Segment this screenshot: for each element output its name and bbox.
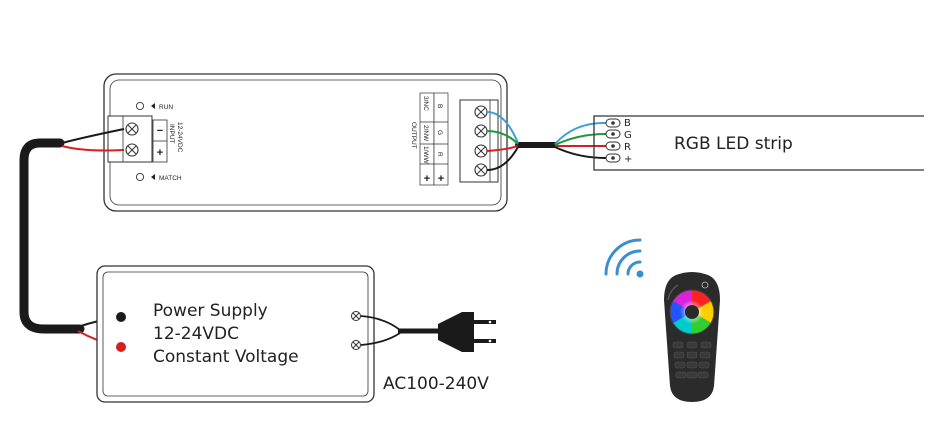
- match-arrow-icon: [151, 174, 155, 180]
- strip-pin-g: G: [624, 130, 632, 141]
- run-label: RUN: [159, 104, 173, 111]
- power-supply: Power Supply 12-24VDC Constant Voltage: [96, 265, 375, 403]
- remote-buttons: [672, 341, 712, 379]
- led-strip-pins: [605, 118, 621, 163]
- match-label: MATCH: [159, 175, 182, 182]
- power-supply-outer: [96, 265, 375, 403]
- mains-voltage-label: AC100-240V: [383, 374, 489, 394]
- input-minus-label: −: [157, 125, 163, 137]
- color-wheel: [669, 289, 715, 335]
- output-label: OUTPUT: [410, 122, 417, 149]
- output-col-top-3: 1/WW: [422, 146, 429, 165]
- input-voltage-label: 12-24VDC: [176, 122, 183, 153]
- led-strip-outline: [593, 115, 924, 171]
- ac-plug: [360, 312, 496, 352]
- output-plus-1: +: [424, 173, 430, 185]
- output-col-mid-1: B: [436, 104, 443, 108]
- wifi-icon: [604, 238, 644, 278]
- output-plus-2: +: [438, 173, 444, 185]
- remote-control: [664, 272, 720, 402]
- psu-negative-terminal: [116, 312, 126, 322]
- power-icon: [701, 281, 709, 289]
- strip-pin-b: B: [624, 118, 631, 129]
- match-led: [135, 172, 145, 182]
- psu-ac-terminal-2: [351, 340, 361, 350]
- input-label: INPUT: [168, 124, 175, 144]
- power-supply-inner: [102, 271, 369, 397]
- led-strip: B G R + RGB LED strip: [593, 115, 924, 171]
- controller-outer: [103, 73, 508, 212]
- strip-pin-plus: +: [624, 154, 632, 165]
- led-strip-title: RGB LED strip: [674, 134, 793, 154]
- plug-body: [438, 312, 462, 352]
- controller: RUN MATCH − + INPUT 12-24VDC OUTPUT 3/NC…: [103, 73, 508, 212]
- psu-line-3: Constant Voltage: [153, 347, 299, 367]
- input-screw-top: [125, 122, 139, 136]
- psu-line-1: Power Supply: [153, 301, 268, 321]
- input-plus-label: +: [157, 147, 163, 159]
- input-screw-bottom: [125, 143, 139, 157]
- output-screws: [474, 105, 488, 177]
- plug-prong-top: [474, 320, 496, 324]
- plug-prong-bottom: [474, 339, 496, 343]
- run-led: [135, 101, 145, 111]
- output-col-top-2: 2/NW: [422, 125, 429, 142]
- output-col-top-1: 3/NC: [422, 96, 429, 111]
- psu-positive-terminal: [116, 342, 126, 352]
- output-col-mid-2: G: [436, 130, 443, 135]
- output-column-2: [433, 92, 449, 186]
- strip-pin-r: R: [624, 142, 631, 153]
- output-cable: [486, 111, 607, 171]
- output-col-mid-3: R: [436, 152, 443, 157]
- psu-line-2: 12-24VDC: [153, 324, 239, 344]
- run-arrow-icon: [151, 103, 155, 109]
- psu-ac-terminal-1: [351, 311, 361, 321]
